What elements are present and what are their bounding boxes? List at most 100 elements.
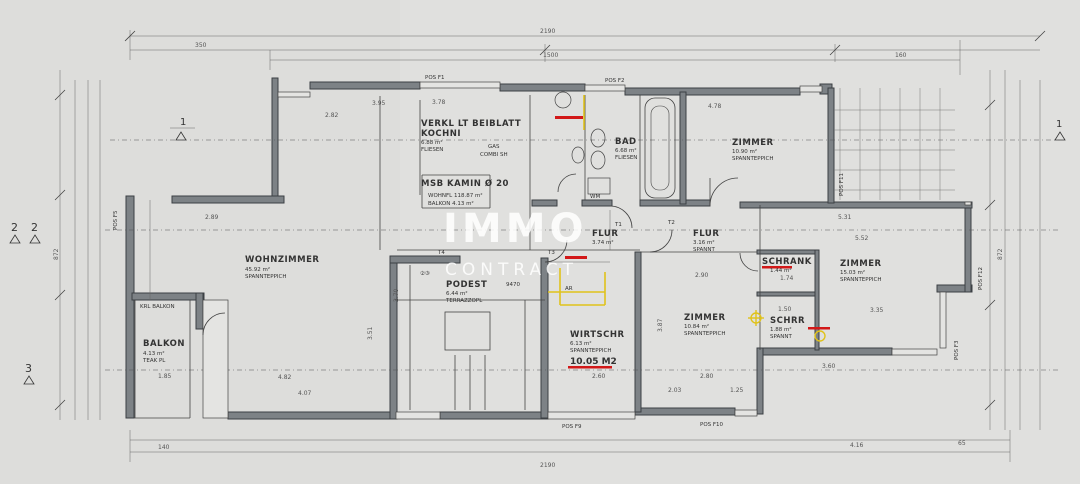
watermark-line2: CONTRACT — [445, 260, 578, 280]
room-area-bad: 6.68 m² — [615, 147, 637, 154]
room-name-flur-center: FLUR — [592, 229, 618, 239]
t1-label: T1 — [614, 222, 622, 228]
room-name-podest: PODEST — [446, 280, 487, 290]
room-floor-zimmer-bottom: SPANNTEPPICH — [684, 331, 726, 337]
svg-text:1: 1 — [180, 117, 186, 128]
svg-text:1: 1 — [1056, 119, 1062, 130]
svg-text:3.95: 3.95 — [372, 100, 386, 107]
svg-text:2.80: 2.80 — [700, 373, 714, 380]
svg-text:4.07: 4.07 — [298, 390, 312, 397]
section-markers: 1 2 2 3 1 — [9, 117, 1066, 385]
kamin-note-1: WOHNFL 118.87 m² — [428, 192, 483, 199]
room-area-flur-center: 3.74 m² — [592, 239, 614, 246]
circle-marker: ②③ — [420, 270, 430, 277]
svg-text:3.87: 3.87 — [657, 318, 664, 332]
svg-text:POS F5: POS F5 — [113, 210, 119, 230]
room-name-balkon: BALKON — [143, 339, 185, 349]
svg-text:2.82: 2.82 — [325, 112, 339, 119]
svg-text:160: 160 — [895, 52, 907, 59]
svg-text:3: 3 — [25, 362, 32, 375]
svg-text:2: 2 — [31, 221, 38, 234]
svg-text:POS F1: POS F1 — [425, 75, 445, 81]
axis-lines — [105, 139, 1060, 371]
svg-text:3.78: 3.78 — [432, 99, 446, 106]
svg-text:2.70: 2.70 — [393, 288, 400, 302]
position-labels: POS F1 POS F2 POS F9 POS F10 POS F11 POS… — [113, 75, 984, 430]
wm-label: WM — [590, 194, 600, 200]
svg-text:3.60: 3.60 — [822, 363, 836, 370]
windows — [202, 81, 972, 420]
wirtschr-marked-area: 10.05 M2 — [570, 357, 617, 367]
kamin-label: MSB KAMIN Ø 20 — [421, 178, 509, 189]
room-floor-podest: TERRAZZOPL — [445, 298, 483, 304]
terrace-tiles — [834, 88, 955, 200]
walls — [125, 77, 973, 420]
room-name-bad: BAD — [615, 137, 637, 147]
gas-label: GAS — [488, 144, 500, 150]
svg-text:2.90: 2.90 — [695, 272, 709, 279]
svg-text:2.89: 2.89 — [205, 214, 219, 221]
dimension-texts: 2190 350 1500 160 2190 140 4.16 872 872 … — [53, 28, 1004, 469]
svg-text:POS F12: POS F12 — [978, 267, 984, 290]
door-swings — [202, 173, 759, 336]
svg-text:1.50: 1.50 — [778, 306, 792, 313]
room-floor-wirtschr: SPANNTEPPICH — [570, 348, 612, 354]
t2-label: T2 — [667, 220, 675, 226]
room-area-schrank-top: 1.44 m² — [770, 267, 792, 274]
room-area-kochni: 6.88 m² — [421, 139, 443, 146]
svg-text:4.16: 4.16 — [850, 442, 864, 449]
room-name-schrank-bottom: SCHRR — [770, 316, 805, 326]
room-area-flur-right: 3.16 m² — [693, 239, 715, 246]
svg-text:140: 140 — [158, 444, 170, 451]
svg-text:1.74: 1.74 — [780, 275, 794, 282]
room-name-schrank-top: SCHRANK — [762, 257, 812, 267]
svg-text:2.60: 2.60 — [592, 373, 606, 380]
room-name-wirtschr: WIRTSCHR — [570, 330, 625, 340]
ar-label: AR — [565, 286, 573, 292]
room-area-wohnzimmer: 45.92 m² — [245, 266, 270, 273]
room-area-zimmer-right: 15.03 m² — [840, 269, 865, 276]
svg-text:1.25: 1.25 — [730, 387, 744, 394]
svg-text:1.85: 1.85 — [158, 373, 172, 380]
room-area-zimmer-bottom: 10.84 m² — [684, 323, 709, 330]
svg-text:872: 872 — [53, 248, 60, 260]
room-area-wirtschr: 6.13 m² — [570, 340, 592, 347]
room-floor-balkon: TEAK PL — [142, 358, 166, 364]
svg-text:3.51: 3.51 — [367, 326, 374, 340]
svg-text:4.78: 4.78 — [708, 103, 722, 110]
room-name-flur-right: FLUR — [693, 229, 719, 239]
room-name-wohnzimmer: WOHNZIMMER — [245, 255, 319, 265]
svg-text:1500: 1500 — [543, 52, 558, 59]
svg-text:POS F3: POS F3 — [954, 340, 960, 360]
room-name-zimmer-right: ZIMMER — [840, 259, 882, 269]
svg-text:POS F2: POS F2 — [605, 78, 625, 84]
room-name-zimmer-bottom: ZIMMER — [684, 313, 726, 323]
svg-text:4.82: 4.82 — [278, 374, 292, 381]
svg-text:2190: 2190 — [540, 28, 555, 35]
room-area-zimmer-top: 10.90 m² — [732, 148, 757, 155]
room-floor-wohnzimmer: SPANNTEPPICH — [245, 274, 287, 280]
svg-text:POS F10: POS F10 — [700, 422, 724, 428]
svg-text:872: 872 — [997, 248, 1004, 260]
svg-text:65: 65 — [958, 440, 966, 447]
watermark-line1: IMMO — [443, 206, 588, 252]
room-floor-bad: FLIESEN — [615, 155, 637, 161]
svg-text:3.35: 3.35 — [870, 307, 884, 314]
room-floor-zimmer-right: SPANNTEPPICH — [840, 277, 882, 283]
room-floor-flur-right: SPANNT — [693, 247, 715, 253]
watermark-logo: IMMO CONTRACT — [443, 206, 588, 280]
balkon-note: KRL BALKON — [140, 304, 175, 310]
svg-text:5.52: 5.52 — [855, 235, 869, 242]
t3-label: T3 — [547, 250, 555, 256]
svg-text:POS F9: POS F9 — [562, 424, 582, 430]
svg-text:POS F11: POS F11 — [839, 173, 845, 196]
t4-label: T4 — [437, 250, 445, 256]
svg-text:2190: 2190 — [540, 462, 555, 469]
room-floor-zimmer-top: SPANNTEPPICH — [732, 156, 774, 162]
combi-label: COMBI SH — [480, 152, 508, 158]
room-name-zimmer-top: ZIMMER — [732, 138, 774, 148]
kamin-note-2: BALKON 4.13 m² — [428, 200, 474, 207]
room-floor-schrank-bottom: SPANNT — [770, 334, 792, 340]
svg-text:5.31: 5.31 — [838, 214, 852, 221]
